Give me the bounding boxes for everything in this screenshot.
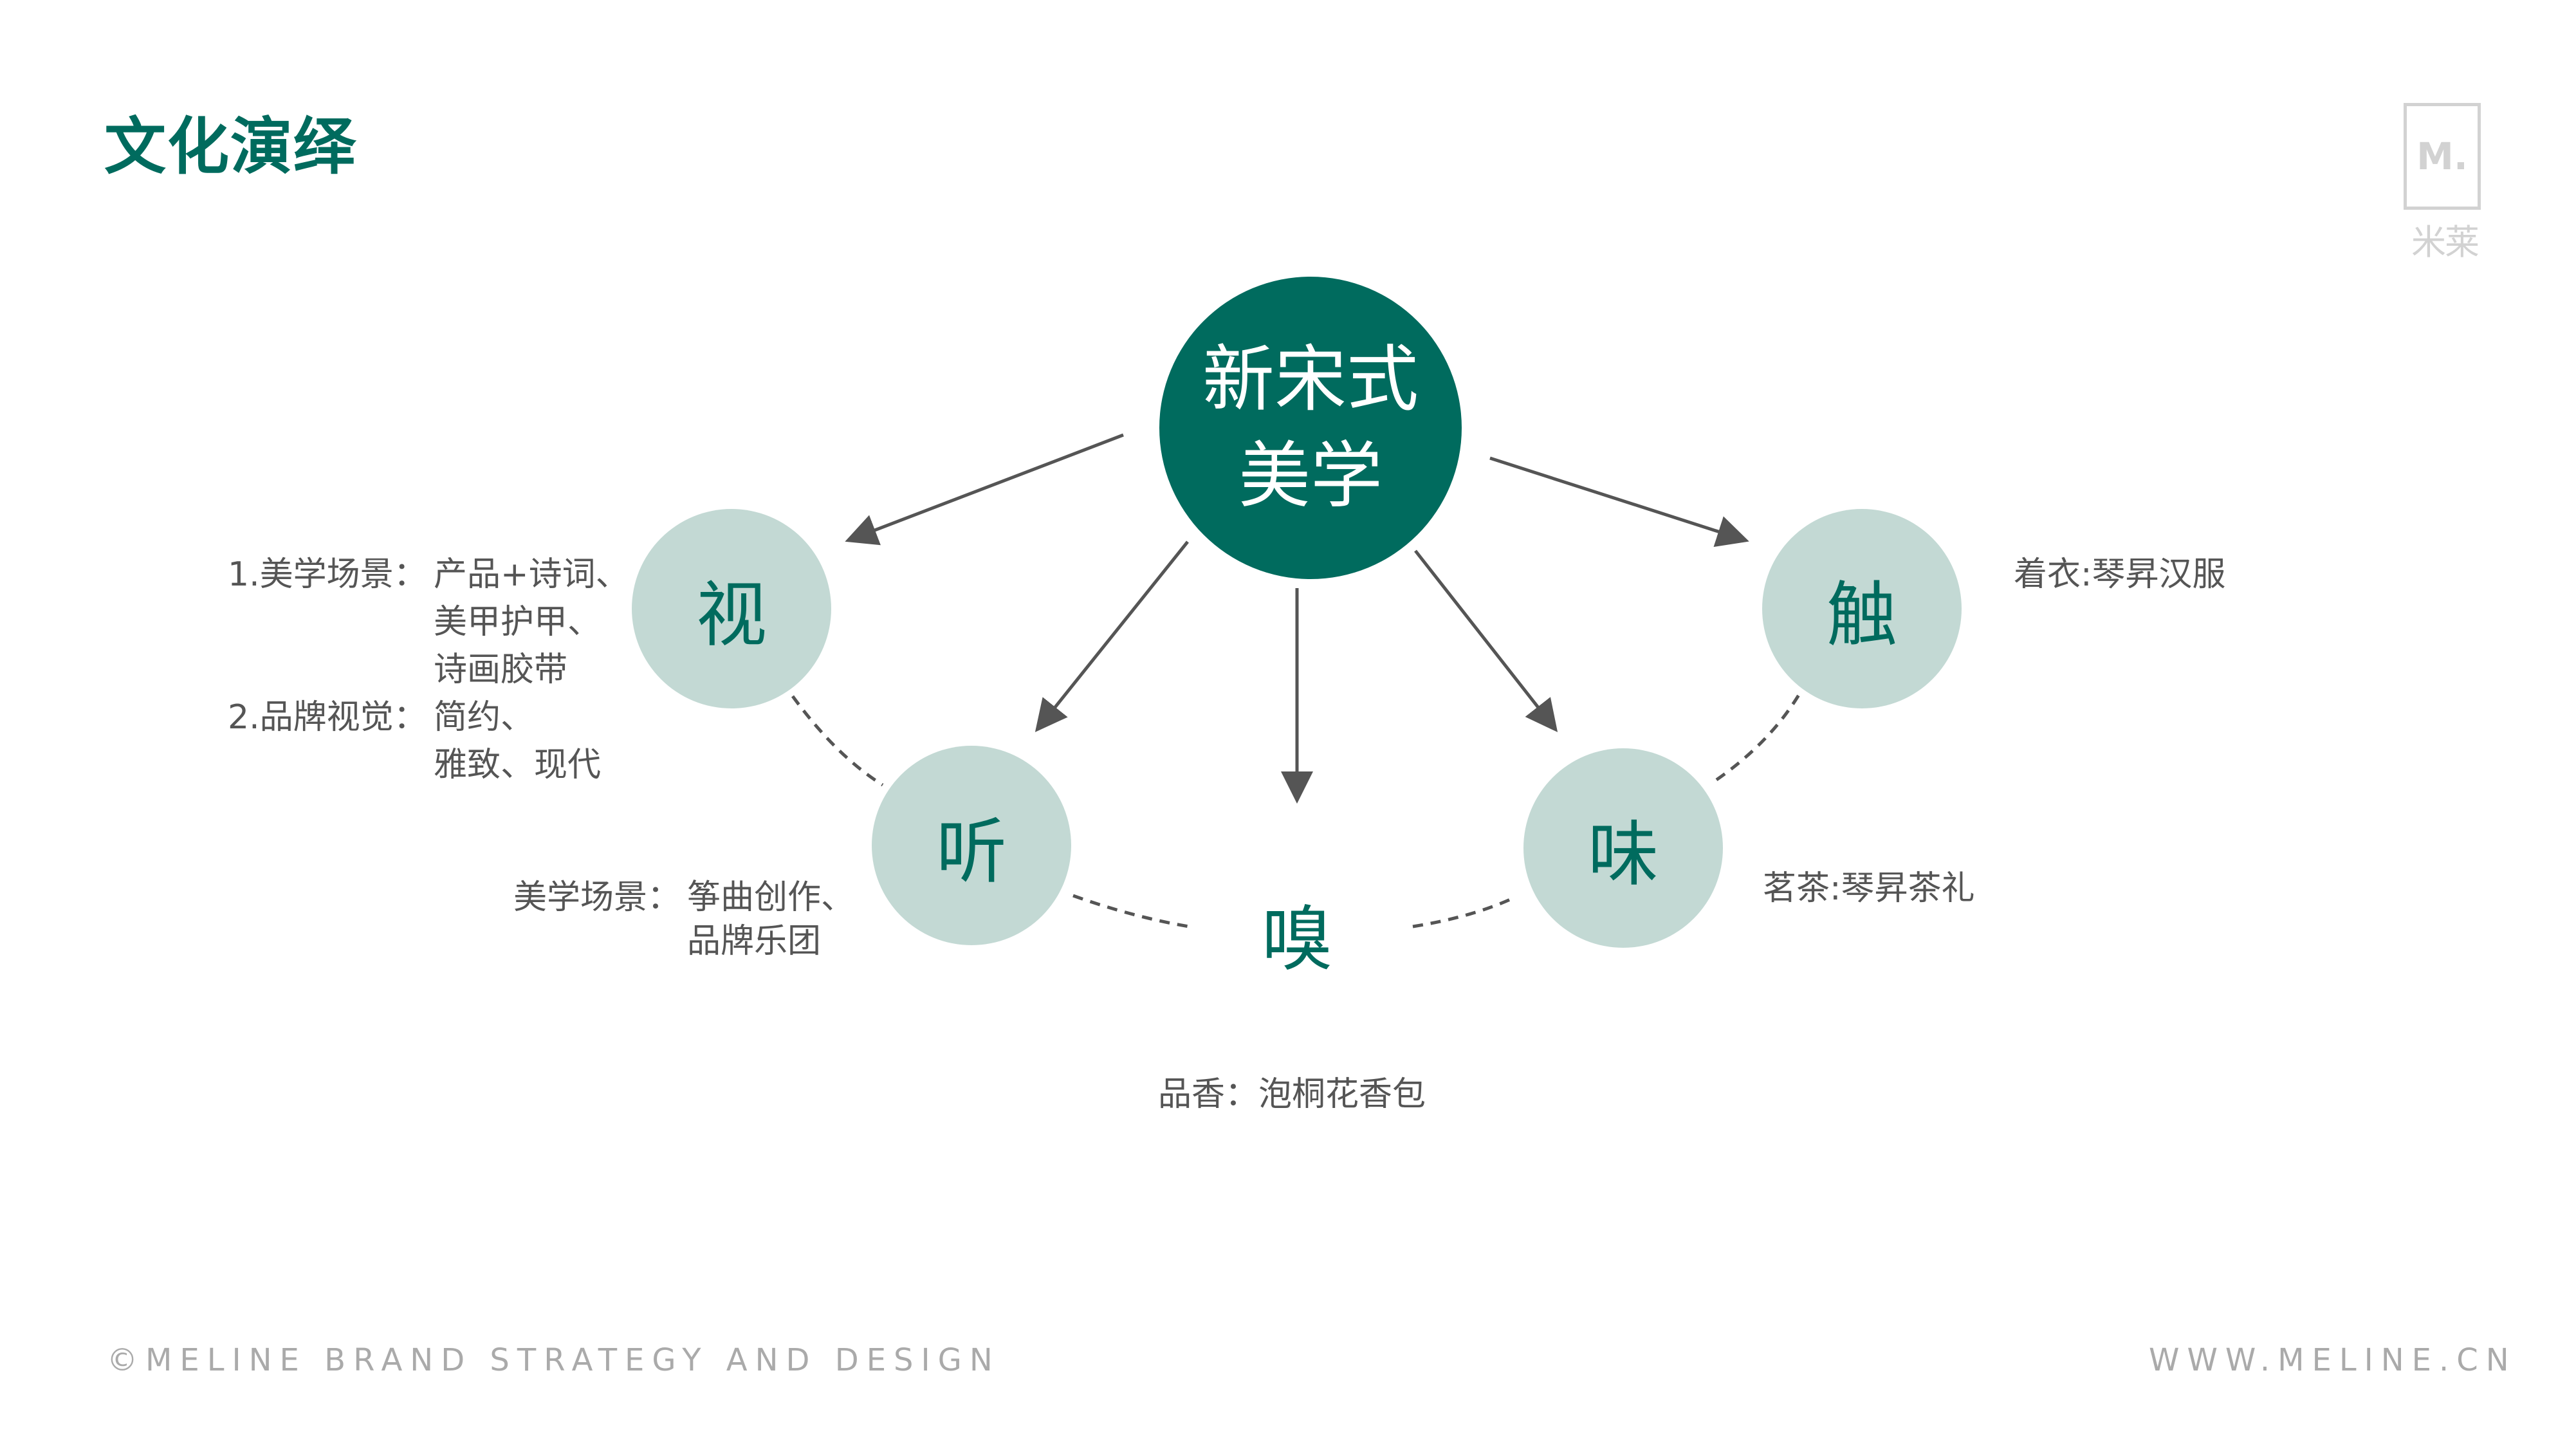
arrow-to-sight xyxy=(845,433,1124,546)
sight-node xyxy=(632,509,831,708)
sight-body-1-line-3: 诗画胶带 xyxy=(434,651,568,689)
sight-note: 1.美学场景： 产品+诗词、 美甲护甲、 诗画胶带 2.品牌视觉： 简约、 雅致… xyxy=(228,551,629,795)
dashed-link-sight-hearing xyxy=(791,695,884,787)
sight-body-2-line-2: 雅致、现代 xyxy=(434,746,602,784)
dashed-link-taste-touch xyxy=(1715,694,1801,782)
center-line-1: 新宋式 xyxy=(1202,338,1419,421)
logo-mark: M. xyxy=(2404,103,2481,210)
sense-hearing: 听 xyxy=(936,811,1007,893)
footer-copyright: ©MELINE BRAND STRATEGY AND DESIGN xyxy=(107,1342,1000,1378)
hearing-node xyxy=(872,746,1071,945)
page-title: 文化演绎 xyxy=(104,111,356,183)
center-node xyxy=(1159,277,1462,579)
arrow-to-touch xyxy=(1489,456,1749,548)
touch-node xyxy=(1762,509,1962,708)
dashed-link-hearing-smell xyxy=(1072,894,1190,928)
taste-note: 茗茶:琴昇茶礼 xyxy=(1763,869,1975,908)
touch-note: 着衣:琴昇汉服 xyxy=(2014,555,2226,594)
brand-logo: M. 米莱 xyxy=(2404,103,2486,263)
sight-term-1: 1.美学场景： xyxy=(228,555,427,594)
sense-smell: 嗅 xyxy=(1262,898,1332,981)
footer-website[interactable]: WWW.MELINE.CN xyxy=(2149,1342,2517,1378)
sense-touch: 触 xyxy=(1826,574,1897,656)
sense-sight: 视 xyxy=(696,574,767,656)
sight-body-1-line-2: 美甲护甲、 xyxy=(434,603,602,641)
hearing-term: 美学场景： xyxy=(513,878,681,917)
logo-name: 米莱 xyxy=(2411,222,2479,263)
center-line-2: 美学 xyxy=(1238,434,1383,518)
hearing-note: 美学场景： 筝曲创作、 品牌乐团 xyxy=(513,874,874,977)
hearing-body-line-2: 品牌乐团 xyxy=(687,922,822,961)
hearing-body-line-1: 筝曲创作、 xyxy=(687,878,855,917)
sight-body-1-line-1: 产品+诗词、 xyxy=(434,555,629,594)
sense-taste: 味 xyxy=(1588,813,1659,896)
smell-note: 品香：泡桐花香包 xyxy=(1158,1075,1426,1114)
arrow-to-hearing xyxy=(1035,540,1189,732)
arrow-to-taste xyxy=(1414,549,1558,732)
center-label: 新宋式 美学 xyxy=(1159,277,1462,579)
sight-term-2: 2.品牌视觉： xyxy=(228,698,427,737)
sight-body-2-line-1: 简约、 xyxy=(434,698,535,737)
dashed-link-smell-taste xyxy=(1412,895,1517,928)
taste-node xyxy=(1523,748,1723,948)
